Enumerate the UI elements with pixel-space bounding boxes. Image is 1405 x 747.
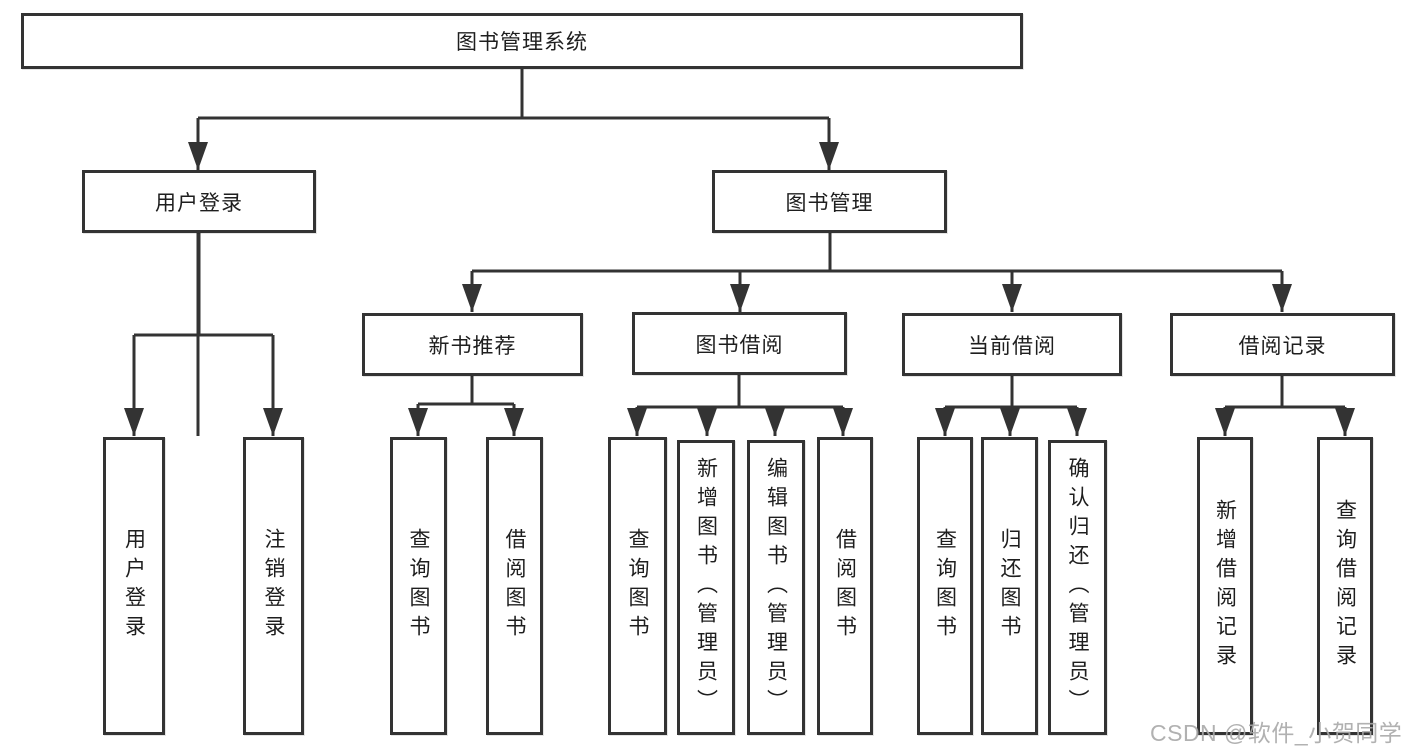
leaf-user-login: 用户登录	[103, 437, 165, 735]
csdn-watermark: CSDN @软件_小贺同学	[1150, 720, 1403, 746]
leaf-borrow-add-books-admin: 新增图书（管理员）	[677, 440, 735, 735]
node-label: 新书推荐	[428, 334, 517, 358]
node-book-borrowing: 图书借阅	[632, 312, 847, 375]
leaf-logout: 注销登录	[243, 437, 304, 735]
node-borrowing-records: 借阅记录	[1170, 313, 1395, 376]
node-label: 查询图书	[933, 528, 957, 644]
leaf-borrow-query-books: 查询图书	[608, 437, 667, 735]
leaf-borrow-edit-books-admin: 编辑图书（管理员）	[747, 440, 805, 735]
node-label: 归还图书	[998, 528, 1021, 644]
node-root-library-system: 图书管理系统	[21, 13, 1023, 69]
node-user-login-module: 用户登录	[82, 170, 316, 233]
leaf-current-return-books: 归还图书	[981, 437, 1038, 735]
node-label: 确认归还（管理员）	[1066, 457, 1089, 718]
node-label: 借阅记录	[1238, 334, 1327, 358]
leaf-newbook-query-books: 查询图书	[390, 437, 447, 735]
node-label: 用户登录	[122, 528, 146, 644]
node-label: 图书管理系统	[456, 31, 588, 54]
node-label: 新增图书（管理员）	[694, 457, 718, 718]
node-label: 用户登录	[155, 191, 243, 215]
node-label: 借阅图书	[833, 528, 857, 644]
leaf-records-add-record: 新增借阅记录	[1197, 437, 1253, 735]
node-label: 注销登录	[262, 528, 285, 644]
node-label: 编辑图书（管理员）	[764, 457, 788, 718]
node-label: 查询借阅记录	[1333, 499, 1357, 673]
leaf-current-confirm-return-admin: 确认归还（管理员）	[1048, 440, 1107, 735]
leaf-newbook-borrow-books: 借阅图书	[486, 437, 543, 735]
node-label: 图书借阅	[695, 333, 784, 357]
node-current-borrowing: 当前借阅	[902, 313, 1122, 376]
node-book-management: 图书管理	[712, 170, 947, 233]
leaf-records-query-record: 查询借阅记录	[1317, 437, 1373, 735]
tree-edges	[132, 69, 1347, 436]
node-label: 新增借阅记录	[1213, 499, 1237, 673]
leaf-current-query-books: 查询图书	[917, 437, 973, 735]
node-label: 当前借阅	[968, 334, 1056, 358]
node-label: 借阅图书	[503, 528, 526, 644]
node-label: 查询图书	[626, 528, 649, 644]
leaf-borrow-borrow-books: 借阅图书	[817, 437, 873, 735]
node-new-book-recommend: 新书推荐	[362, 313, 583, 376]
node-label: 查询图书	[407, 528, 430, 644]
node-label: 图书管理	[785, 191, 874, 215]
